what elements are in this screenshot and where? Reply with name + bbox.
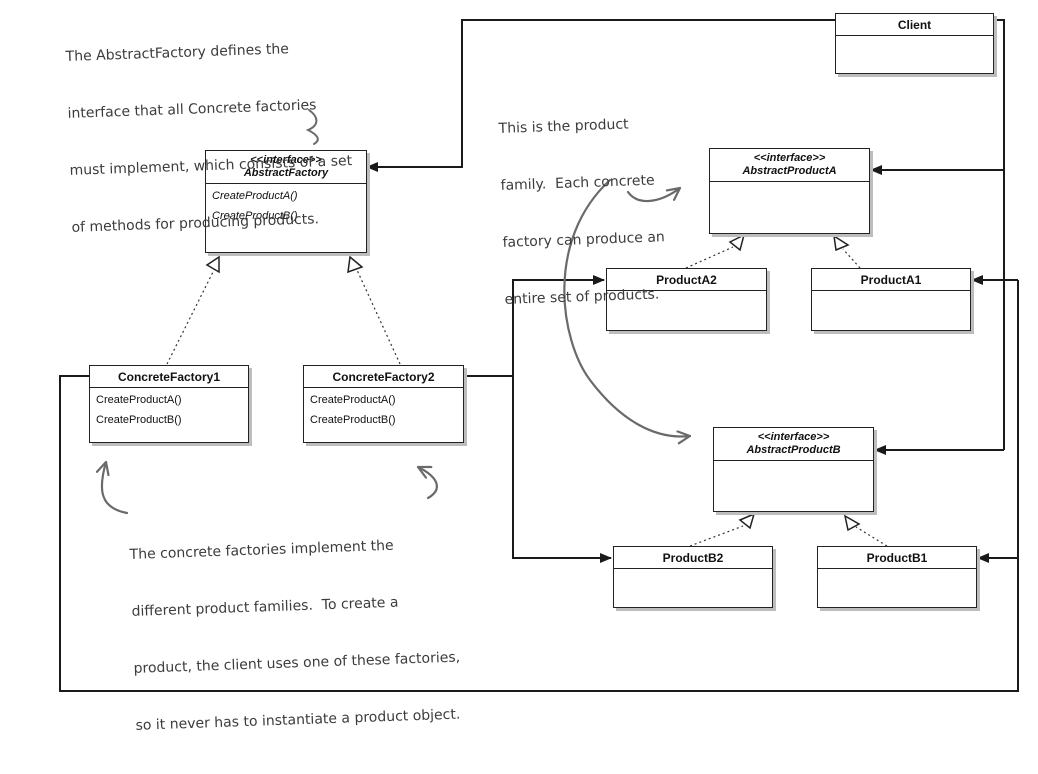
realization-head-product-b1	[843, 514, 861, 532]
note-arrow-product-family-a	[626, 186, 682, 203]
client-class-box: Client	[835, 13, 994, 74]
concrete-factory-2-op-create-product-a: CreateProductA()	[310, 394, 396, 406]
realization-product-b1	[855, 526, 888, 547]
realization-product-b2	[689, 525, 744, 547]
realization-head-factory-2	[347, 255, 364, 274]
abstract-product-a-class-box: <<interface>> AbstractProductA	[709, 148, 870, 234]
product-b2-class-box: ProductB2	[613, 546, 773, 608]
concrete-factory-2-operations: CreateProductA() CreateProductB()	[304, 388, 463, 432]
realization-head-product-b2	[738, 512, 756, 530]
abstract-factory-operations: CreateProductA() CreateProductB()	[206, 184, 366, 228]
concrete-factories-note-line: so it never has to instantiate a product…	[135, 706, 461, 734]
abstract-product-b-name: AbstractProductB	[746, 444, 841, 456]
abstract-factory-uml-diagram: Client <<interface>> AbstractFactory Cre…	[59, 0, 1019, 734]
abstract-product-b-stereotype: <<interface>>	[757, 431, 830, 443]
abstract-product-a-name: AbstractProductA	[742, 165, 837, 177]
realization-concrete-factory-1	[166, 269, 215, 365]
concrete-factories-note: The concrete factories implement the dif…	[128, 497, 464, 774]
concrete-factory-1-op-create-product-a: CreateProductA()	[96, 394, 182, 406]
product-a2-name: ProductA2	[607, 269, 766, 291]
client-class-name: Client	[836, 14, 993, 36]
note-arrow-abstract-factory	[305, 109, 319, 145]
note-arrow-concrete-factory-2	[416, 465, 438, 500]
connector-lines	[59, 19, 1019, 692]
product-family-note-line: This is the product	[498, 116, 629, 137]
product-family-note-line: factory can produce an	[502, 229, 666, 251]
concrete-factories-note-line: The concrete factories implement the	[129, 537, 394, 563]
product-b2-name: ProductB2	[614, 547, 772, 569]
abstract-factory-stereotype: <<interface>>	[250, 154, 322, 166]
client-to-abstract-factory-association	[366, 19, 835, 172]
realization-head-product-a2	[728, 233, 746, 252]
abstract-product-b-header: <<interface>> AbstractProductB	[714, 428, 873, 461]
note-arrow-concrete-factory-1	[102, 460, 129, 515]
product-b1-name: ProductB1	[818, 547, 976, 569]
realization-head-product-a1	[833, 234, 850, 252]
abstract-product-b-class-box: <<interface>> AbstractProductB	[713, 427, 874, 512]
note-arrow-product-family-b	[563, 178, 692, 437]
product-a2-class-box: ProductA2	[606, 268, 767, 331]
abstract-factory-op-create-product-b: CreateProductB()	[212, 210, 298, 222]
concrete-factories-note-line: different product families. To create a	[131, 594, 399, 620]
realization-product-a1	[842, 248, 861, 269]
product-b1-class-box: ProductB1	[817, 546, 977, 608]
concrete-factory-2-op-create-product-b: CreateProductB()	[310, 414, 396, 426]
abstract-product-a-stereotype: <<interface>>	[753, 152, 826, 164]
concrete-factory-2-to-product-a2	[512, 275, 605, 376]
realization-concrete-factory-2	[356, 269, 401, 365]
realization-head-factory-1	[205, 255, 220, 274]
realization-product-a2	[685, 246, 734, 269]
abstract-factory-header: <<interface>> AbstractFactory	[206, 151, 366, 184]
concrete-factory-1-name: ConcreteFactory1	[90, 366, 248, 388]
concrete-factory-2-class-box: ConcreteFactory2 CreateProductA() Create…	[303, 365, 464, 443]
product-family-note: This is the product family. Each concret…	[497, 76, 668, 347]
abstract-factory-note-line: of methods for producing products.	[71, 211, 320, 236]
concrete-factory-2-name: ConcreteFactory2	[304, 366, 463, 388]
abstract-product-a-header: <<interface>> AbstractProductA	[710, 149, 869, 182]
product-a1-name: ProductA1	[812, 269, 970, 291]
product-family-note-line: entire set of products.	[504, 286, 660, 308]
concrete-factory-1-op-create-product-b: CreateProductB()	[96, 414, 182, 426]
product-family-note-line: family. Each concrete	[500, 172, 655, 194]
abstract-factory-note-line: interface that all Concrete factories	[67, 97, 317, 122]
abstract-factory-note: The AbstractFactory defines the interfac…	[64, 0, 356, 276]
concrete-factory-1-product-loop	[59, 280, 1019, 692]
abstract-factory-name: AbstractFactory	[243, 167, 329, 179]
concrete-factory-1-class-box: ConcreteFactory1 CreateProductA() Create…	[89, 365, 249, 443]
concrete-factory-2-to-product-b2	[512, 376, 612, 563]
abstract-factory-class-box: <<interface>> AbstractFactory CreateProd…	[205, 150, 367, 253]
abstract-factory-note-line: The AbstractFactory defines the	[65, 41, 290, 65]
concrete-factories-note-line: product, the client uses one of these fa…	[133, 649, 461, 677]
client-product-trunk	[993, 19, 1005, 450]
concrete-factory-1-operations: CreateProductA() CreateProductB()	[90, 388, 248, 432]
product-a1-class-box: ProductA1	[811, 268, 971, 331]
abstract-factory-note-line: must implement, which consists of a set	[69, 153, 353, 179]
abstract-factory-op-create-product-a: CreateProductA()	[212, 190, 298, 202]
